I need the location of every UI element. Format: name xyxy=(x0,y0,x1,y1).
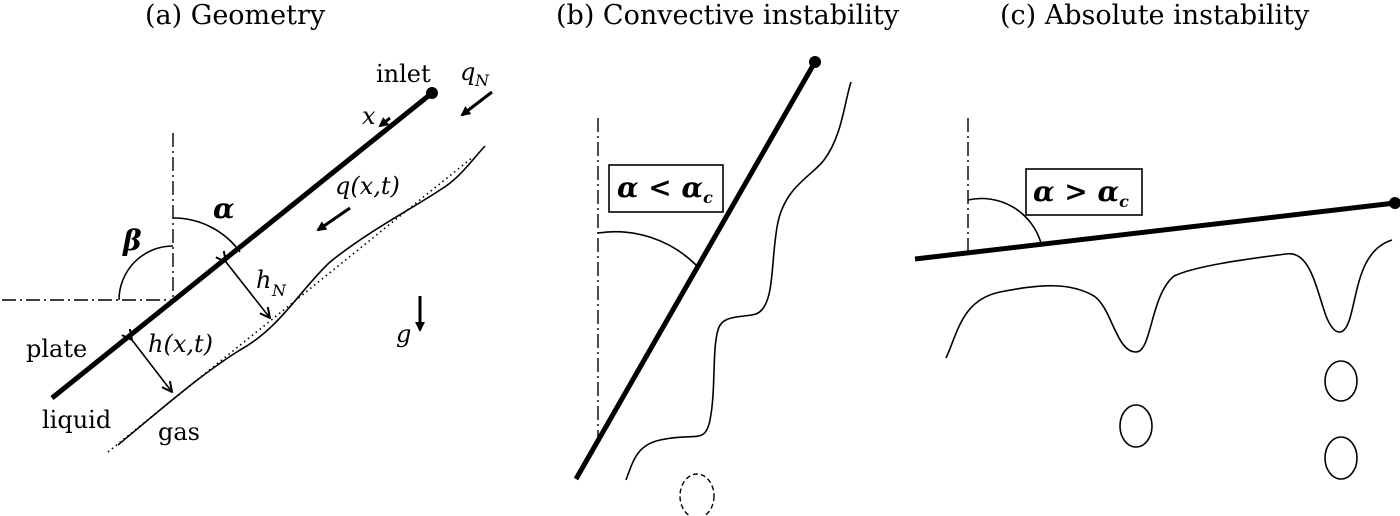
inlet-label: inlet xyxy=(376,60,431,88)
alpha-arc xyxy=(172,217,241,253)
gas-label: gas xyxy=(158,418,200,446)
alpha-label: α xyxy=(213,192,235,225)
plate-line-b xyxy=(573,60,818,481)
plate-end-dot-c xyxy=(1389,197,1400,209)
g-label: g xyxy=(396,320,411,348)
panel-c-absolute: (c) Absolute instability α > αc xyxy=(914,0,1400,480)
panel-a-geometry: (a) Geometry inlet q N x q(x,t) α β h N xyxy=(2,0,493,453)
condition-box-b xyxy=(608,164,724,213)
plate-line-c xyxy=(914,200,1396,262)
qN-arrow xyxy=(460,90,493,117)
condition-box-c xyxy=(1025,168,1143,216)
droplet-3 xyxy=(1324,436,1358,480)
q-arrow xyxy=(316,206,351,232)
plate-line xyxy=(50,91,434,400)
hN-subscript: N xyxy=(271,281,287,300)
wavy-interface-c xyxy=(945,239,1393,359)
panel-c-title: (c) Absolute instability xyxy=(1000,0,1310,31)
plate-label: plate xyxy=(26,335,87,363)
flat-film-line xyxy=(107,156,474,453)
droplet-2 xyxy=(1324,360,1358,402)
x-label: x xyxy=(362,102,376,130)
beta-label: β xyxy=(122,224,142,257)
angle-arc-c xyxy=(967,197,1042,244)
panel-b-convective: (b) Convective instability α < αc xyxy=(556,0,900,516)
qN-subscript: N xyxy=(474,71,490,90)
condition-b: α < αc xyxy=(617,171,713,207)
condition-c: α > αc xyxy=(1033,175,1129,211)
wavy-interface-b xyxy=(625,81,852,481)
x-direction-arrow xyxy=(378,116,391,128)
panel-b-title: (b) Convective instability xyxy=(556,0,900,31)
inlet-dot xyxy=(426,87,438,99)
h-arrow xyxy=(132,340,172,392)
angle-arc-b xyxy=(597,230,697,266)
panel-a-title: (a) Geometry xyxy=(145,0,326,31)
hN-label: h xyxy=(256,266,271,294)
dashed-bubble xyxy=(679,473,715,516)
beta-arc xyxy=(118,245,174,301)
qN-label: q xyxy=(460,58,475,86)
h-xt-label: h(x,t) xyxy=(148,330,213,358)
plate-end-dot-b xyxy=(809,56,821,68)
hN-arrow xyxy=(226,262,270,318)
q-xt-label: q(x,t) xyxy=(335,172,400,200)
liquid-label: liquid xyxy=(42,406,111,434)
droplet-1 xyxy=(1119,404,1153,448)
